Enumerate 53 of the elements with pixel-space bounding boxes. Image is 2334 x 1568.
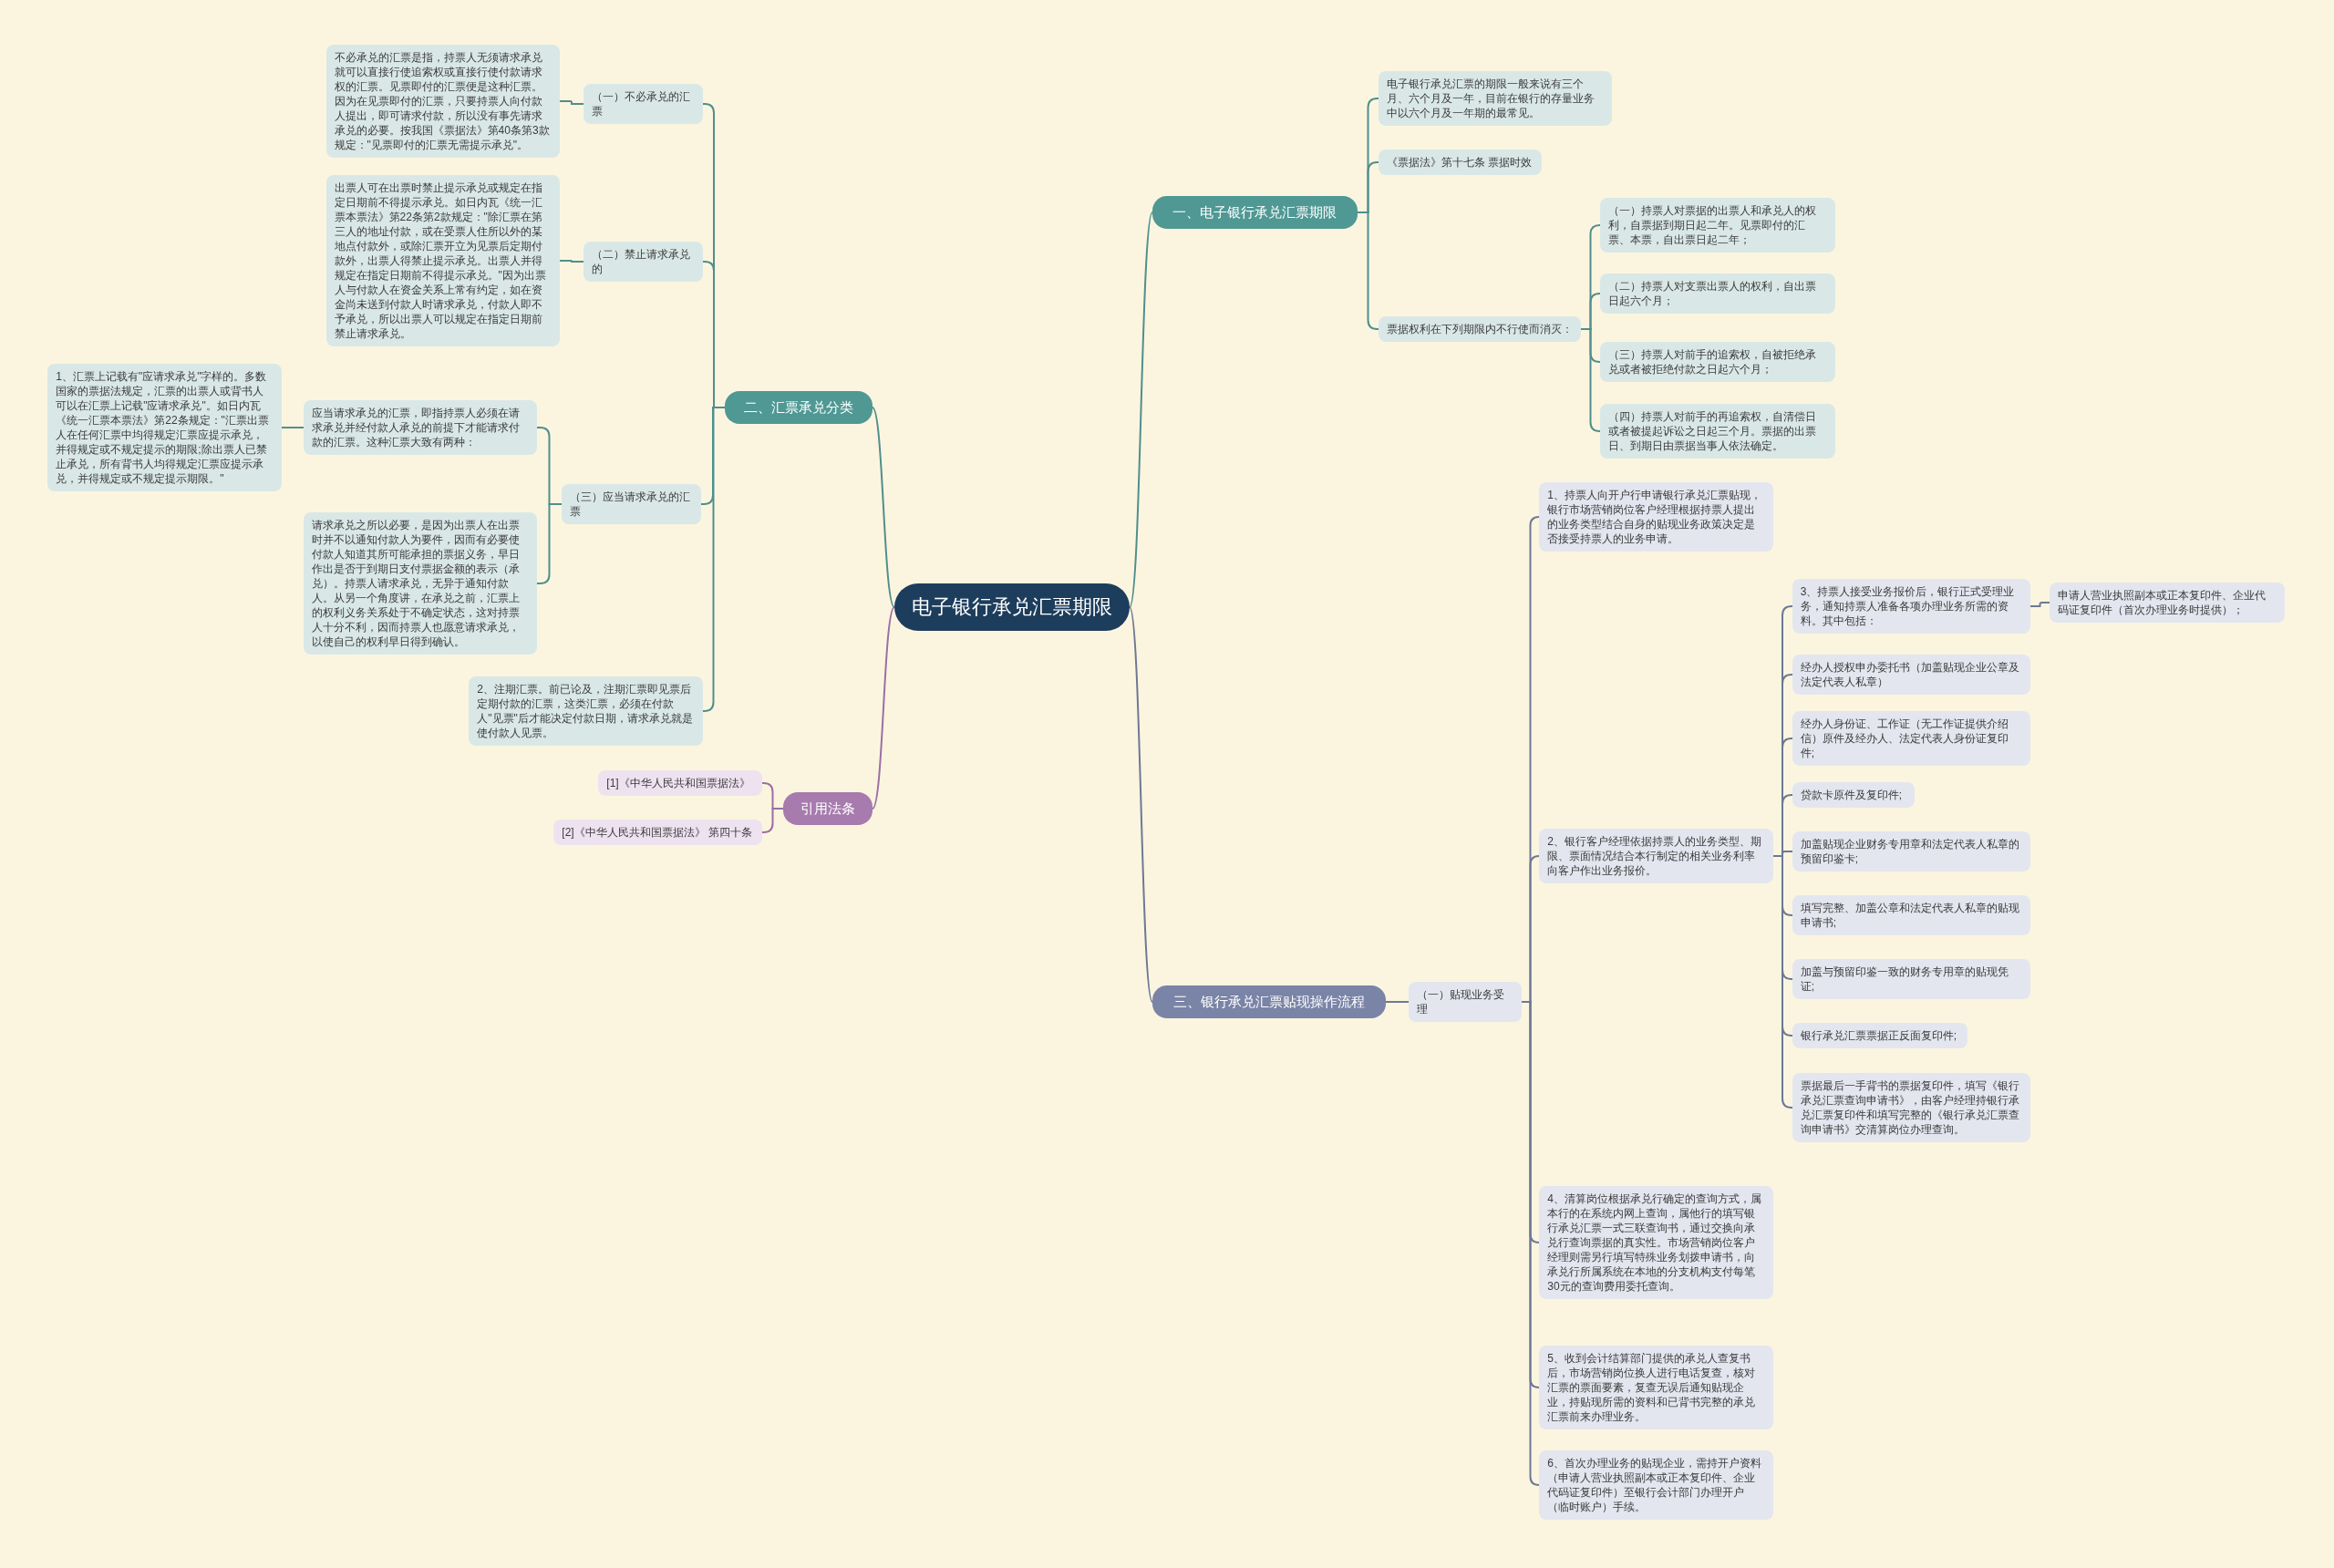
branch-box: 引用法条 <box>782 791 873 825</box>
connector <box>559 260 584 263</box>
note-box: [1]《中华人民共和国票据法》 <box>598 769 762 796</box>
note-box: 填写完整、加盖公章和法定代表人私章的贴现申请书; <box>1792 895 2030 936</box>
branch-box: 二、汇票承兑分类 <box>725 391 873 425</box>
note-box: （二）禁止请求承兑的 <box>584 242 703 283</box>
branch-box: 一、电子银行承兑汇票期限 <box>1152 196 1358 230</box>
note-box: 贷款卡原件及复印件; <box>1792 781 1915 808</box>
note-box: （四）持票人对前手的再追索权，自清偿日或者被提起诉讼之日起三个月。票据的出票日、到期日由票据当事人依法确定。 <box>1600 404 1836 459</box>
note-box: （三）持票人对前手的追索权，自被拒绝承兑或者被拒绝付款之日起六个月； <box>1600 341 1836 382</box>
connector <box>1385 1001 1410 1003</box>
connector <box>872 606 895 810</box>
note-box: 2、注期汇票。前已论及，注期汇票即见票后定期付款的汇票，这类汇票，必须在付款人"见票"后才能决定付款日期，请求承兑就是使付款人见票。 <box>469 676 703 747</box>
topic-box: 电子银行承兑汇票期限 <box>894 583 1131 632</box>
note-box: 3、持票人接受业务报价后，银行正式受理业务，通知持票人准备各项办理业务所需的资料。其中包括： <box>1792 578 2030 634</box>
connector <box>1129 606 1153 1003</box>
note-box: （二）持票人对支票出票人的权利，自出票日起六个月； <box>1600 273 1836 314</box>
note-box: 票据权利在下列期限内不行使而消灭： <box>1378 315 1581 342</box>
connector <box>2029 602 2050 607</box>
connector <box>872 407 895 608</box>
connector <box>1357 211 1379 330</box>
note-box: （一）不必承兑的汇票 <box>584 84 703 125</box>
note-box: 出票人可在出票时禁止提示承兑或规定在指定日期前不得提示承兑。如日内瓦《统一汇票本票法》第22条第2款规定："除汇票在第三人的地址付款，或在受票人住所以外的某地点付款外，或除汇票开立为见票后定期付款外，出票人得禁止提示承兑。出票人并得规定在指定日期前不得提示承兑。"因为出票人与付款人在资金关系上常有约定，如在资金尚未送到付款人时请求承兑，付款人即不予承兑，所以出票人可以规定在指定日期前禁止请求承兑。 <box>325 174 560 346</box>
note-box: 加盖与预留印鉴一致的财务专用章的贴现凭证; <box>1792 959 2030 1000</box>
note-box: 经办人授权申办委托书（加盖贴现企业公章及法定代表人私章） <box>1792 654 2030 695</box>
note-box: 银行承兑汇票票据正反面复印件; <box>1792 1023 1968 1049</box>
note-box: 票据最后一手背书的票据复印件，填写《银行承兑汇票查询申请书》，由客户经理持银行承兑汇票复印件和填写完整的《银行承兑汇票查询申请书》交清算岗位办理查询。 <box>1792 1072 2030 1142</box>
connector <box>761 808 784 833</box>
note-box: 请求承兑之所以必要，是因为出票人在出票时并不以通知付款人为要件，因而有必要使付款人知道其所可能承担的票据义务，早日作出是否于到期日支付票据金额的表示（承兑）。持票人请求承兑，无异于通知付款人。从另一个角度讲，在承兑之前，汇票上的权利义务关系处于不确定状态，这对持票人十分不利，因而持票人也愿意请求承兑，以使自己的权利早日得到确认。 <box>304 512 538 655</box>
connector <box>701 407 726 712</box>
connector <box>1771 855 1793 1109</box>
connector <box>1580 328 1601 432</box>
note-box: 电子银行承兑汇票的期限一般来说有三个月、六个月及一年，目前在银行的存量业务中以六个月及一年期的最常见。 <box>1378 70 1613 126</box>
note-box: 加盖贴现企业财务专用章和法定代表人私章的预留印鉴卡; <box>1792 830 2030 872</box>
note-box: 4、清算岗位根据承兑行确定的查询方式，属本行的在系统内网上查询，属他行的填写银行承兑汇票一式三联查询书，通过交换向承兑行查询票据的真实性。市场营销岗位客户经理则需另行填写特殊业务划拨申请书，向承兑行所属系统在本地的分支机构支付每笔30元的查询费用委托查询。 <box>1539 1186 1773 1300</box>
note-box: 6、首次办理业务的贴现企业，需持开户资料（申请人营业执照副本或正本复印件、企业代码证复印件）至银行会计部门办理开户（临时账户）手续。 <box>1539 1450 1773 1521</box>
note-box: 1、持票人向开户行申请银行承兑汇票贴现，银行市场营销岗位客户经理根据持票人提出的业务类型结合自身的贴现业务政策决定是否接受持票人的业务申请。 <box>1539 481 1773 552</box>
connector <box>280 427 305 428</box>
note-box: 2、银行客户经理依据持票人的业务类型、期限、票面情况结合本行制定的相关业务利率向客户作出业务报价。 <box>1539 828 1773 883</box>
note-box: [2]《中华人民共和国票据法》 第四十条 <box>553 819 762 845</box>
connector <box>559 100 584 105</box>
connector <box>1129 211 1153 608</box>
note-box: 申请人营业执照副本或正本复印件、企业代码证复印件（首次办理业务时提供）； <box>2050 583 2286 624</box>
note-box: 《票据法》第十七条 票据时效 <box>1378 149 1543 175</box>
note-box: （三）应当请求承兑的汇票 <box>561 484 701 525</box>
note-box: 1、汇票上记载有"应请求承兑"字样的。多数国家的票据法规定，汇票的出票人或背书人可以在汇票上记载"应请求承兑"。如日内瓦《统一汇票本票法》第22条规定："汇票出票人在任何汇票中均得规定汇票应提示承兑，并得规定或不规定提示的期限;除出票人已禁止承兑，所有背书人均得规定汇票应提示承兑，并得规定或不规定提示期限。" <box>47 363 282 491</box>
note-box: 5、收到会计结算部门提供的承兑人查复书后，市场营销岗位换人进行电话复查，核对汇票的票面要素，复查无误后通知贴现企业，持贴现所需的资料和已背书完整的承兑汇票前来办理业务。 <box>1539 1345 1773 1429</box>
note-box: 应当请求承兑的汇票，即指持票人必须在请求承兑并经付款人承兑的前提下才能请求付款的汇票。这种汇票大致有两种： <box>304 399 538 455</box>
note-box: 不必承兑的汇票是指，持票人无须请求承兑就可以直接行使追索权或直接行使付款请求权的汇票。见票即付的汇票便是这种汇票。因为在见票即付的汇票，只要持票人向付款人提出，即可请求付款，所以没有事先请求承兑的必要。按我国《票据法》第40条第3款规定："见票即付的汇票无需提示承兑"。 <box>325 45 560 158</box>
note-box: （一）持票人对票据的出票人和承兑人的权利，自票据到期日起二年。见票即付的汇票、本票，自出票日起二年； <box>1600 197 1836 253</box>
note-box: （一）贴现业务受理 <box>1408 981 1522 1022</box>
note-box: 经办人身份证、工作证（无工作证提供介绍信）原件及经办人、法定代表人身份证复印件; <box>1792 710 2030 766</box>
branch-box: 三、银行承兑汇票贴现操作流程 <box>1152 985 1387 1018</box>
